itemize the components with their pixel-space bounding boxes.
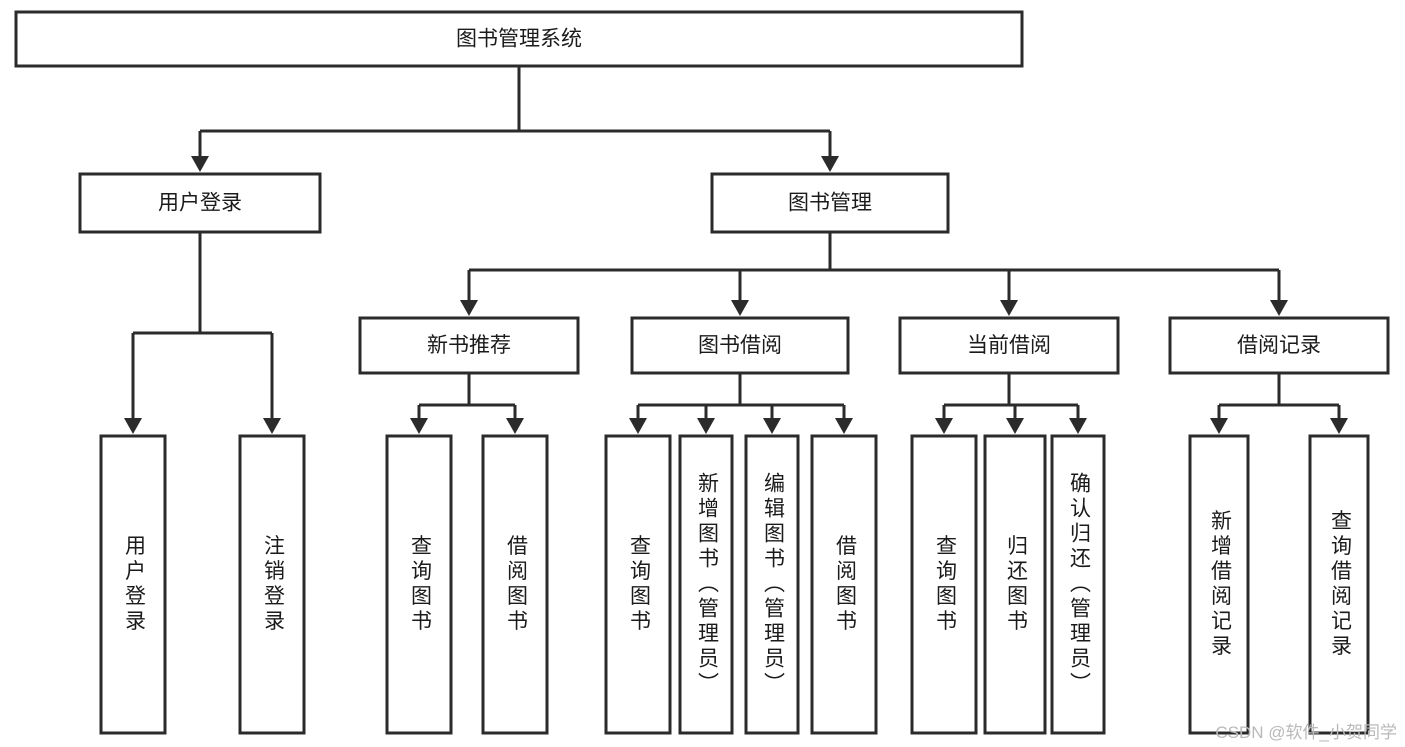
node-current-borrow[interactable]: 当前借阅 (898, 316, 1120, 375)
node-label: 借阅图书 (504, 535, 528, 635)
arrow-head-icon (410, 418, 428, 434)
node-box (983, 434, 1047, 735)
node-label: 查询借阅记录 (1328, 510, 1352, 660)
node-label: 新增图书（管理员） (695, 472, 719, 697)
node-root[interactable]: 图书管理系统 (14, 10, 1024, 68)
arrow-head-icon (697, 418, 715, 434)
node-label: 当前借阅 (967, 334, 1051, 357)
node-book-borrow[interactable]: 图书借阅 (630, 316, 850, 375)
node-label: 新增借阅记录 (1208, 510, 1232, 660)
node-leaf-add-book[interactable]: 新增图书（管理员） (678, 434, 734, 735)
arrow-head-icon (1069, 418, 1087, 434)
node-box (604, 434, 672, 735)
node-leaf-query-book-3[interactable]: 查询图书 (910, 434, 978, 735)
node-leaf-user-login[interactable]: 用户登录 (99, 434, 167, 735)
node-box (481, 434, 549, 735)
node-box (14, 10, 1024, 68)
node-box (744, 434, 800, 735)
node-leaf-query-book-1[interactable]: 查询图书 (385, 434, 453, 735)
node-box (358, 316, 580, 375)
node-box (910, 434, 978, 735)
node-label: 借阅记录 (1237, 334, 1321, 357)
arrow-head-icon (821, 156, 839, 172)
node-user-login[interactable]: 用户登录 (78, 172, 322, 234)
node-new-book-rec[interactable]: 新书推荐 (358, 316, 580, 375)
arrow-head-icon (1210, 418, 1228, 434)
arrow-head-icon (1270, 300, 1288, 316)
node-box (78, 172, 322, 234)
node-leaf-edit-book[interactable]: 编辑图书（管理员） (744, 434, 800, 735)
node-box (1308, 434, 1370, 735)
node-leaf-borrow-book-2[interactable]: 借阅图书 (810, 434, 878, 735)
arrow-head-icon (506, 418, 524, 434)
connector-group-current-borrow (935, 373, 1087, 434)
node-label: 编辑图书（管理员） (761, 472, 785, 697)
connector-group-borrow-record (1210, 373, 1348, 434)
node-box (1188, 434, 1250, 735)
arrow-head-icon (191, 156, 209, 172)
node-label: 新书推荐 (427, 334, 511, 357)
node-label: 注销登录 (261, 535, 285, 635)
node-box (678, 434, 734, 735)
watermark-text: CSDN @软件_小贺同学 (1215, 723, 1397, 742)
arrow-head-icon (763, 418, 781, 434)
node-label: 图书借阅 (698, 334, 782, 357)
node-box (238, 434, 306, 735)
node-label: 查询图书 (408, 535, 432, 635)
node-box (630, 316, 850, 375)
arrow-head-icon (835, 418, 853, 434)
arrow-head-icon (629, 418, 647, 434)
node-box (710, 172, 950, 234)
arrow-head-icon (1000, 300, 1018, 316)
node-leaf-logout[interactable]: 注销登录 (238, 434, 306, 735)
arrow-head-icon (935, 418, 953, 434)
node-leaf-borrow-book-1[interactable]: 借阅图书 (481, 434, 549, 735)
arrow-head-icon (1006, 418, 1024, 434)
arrow-head-icon (731, 300, 749, 316)
arrow-head-icon (1330, 418, 1348, 434)
connector-group-root (191, 66, 839, 172)
node-box (898, 316, 1120, 375)
node-leaf-add-record[interactable]: 新增借阅记录 (1188, 434, 1250, 735)
node-label: 借阅图书 (833, 535, 857, 635)
node-leaf-query-record[interactable]: 查询借阅记录 (1308, 434, 1370, 735)
node-leaf-return-book[interactable]: 归还图书 (983, 434, 1047, 735)
node-box (99, 434, 167, 735)
node-box (385, 434, 453, 735)
node-borrow-record[interactable]: 借阅记录 (1168, 316, 1390, 375)
node-layer: 图书管理系统用户登录图书管理新书推荐图书借阅当前借阅借阅记录用户登录注销登录查询… (14, 10, 1390, 735)
connector-group-new-book-rec (410, 373, 524, 434)
node-book-manage[interactable]: 图书管理 (710, 172, 950, 234)
connector-group-book-manage (460, 232, 1288, 316)
node-leaf-confirm-return[interactable]: 确认归还（管理员） (1050, 434, 1106, 735)
connector-group-book-borrow (629, 373, 853, 434)
node-label: 用户登录 (158, 192, 242, 215)
node-leaf-query-book-2[interactable]: 查询图书 (604, 434, 672, 735)
node-label: 确认归还（管理员） (1067, 472, 1091, 697)
node-box (1050, 434, 1106, 735)
node-label: 图书管理系统 (456, 28, 582, 51)
connector-layer (124, 66, 1348, 434)
node-label: 图书管理 (788, 192, 872, 215)
node-box (1168, 316, 1390, 375)
node-label: 用户登录 (122, 535, 146, 635)
node-label: 查询图书 (627, 535, 651, 635)
arrow-head-icon (263, 418, 281, 434)
node-label: 归还图书 (1004, 535, 1028, 635)
arrow-head-icon (460, 300, 478, 316)
arrow-head-icon (124, 418, 142, 434)
node-box (810, 434, 878, 735)
connector-group-user-login (124, 232, 281, 434)
node-label: 查询图书 (933, 535, 957, 635)
